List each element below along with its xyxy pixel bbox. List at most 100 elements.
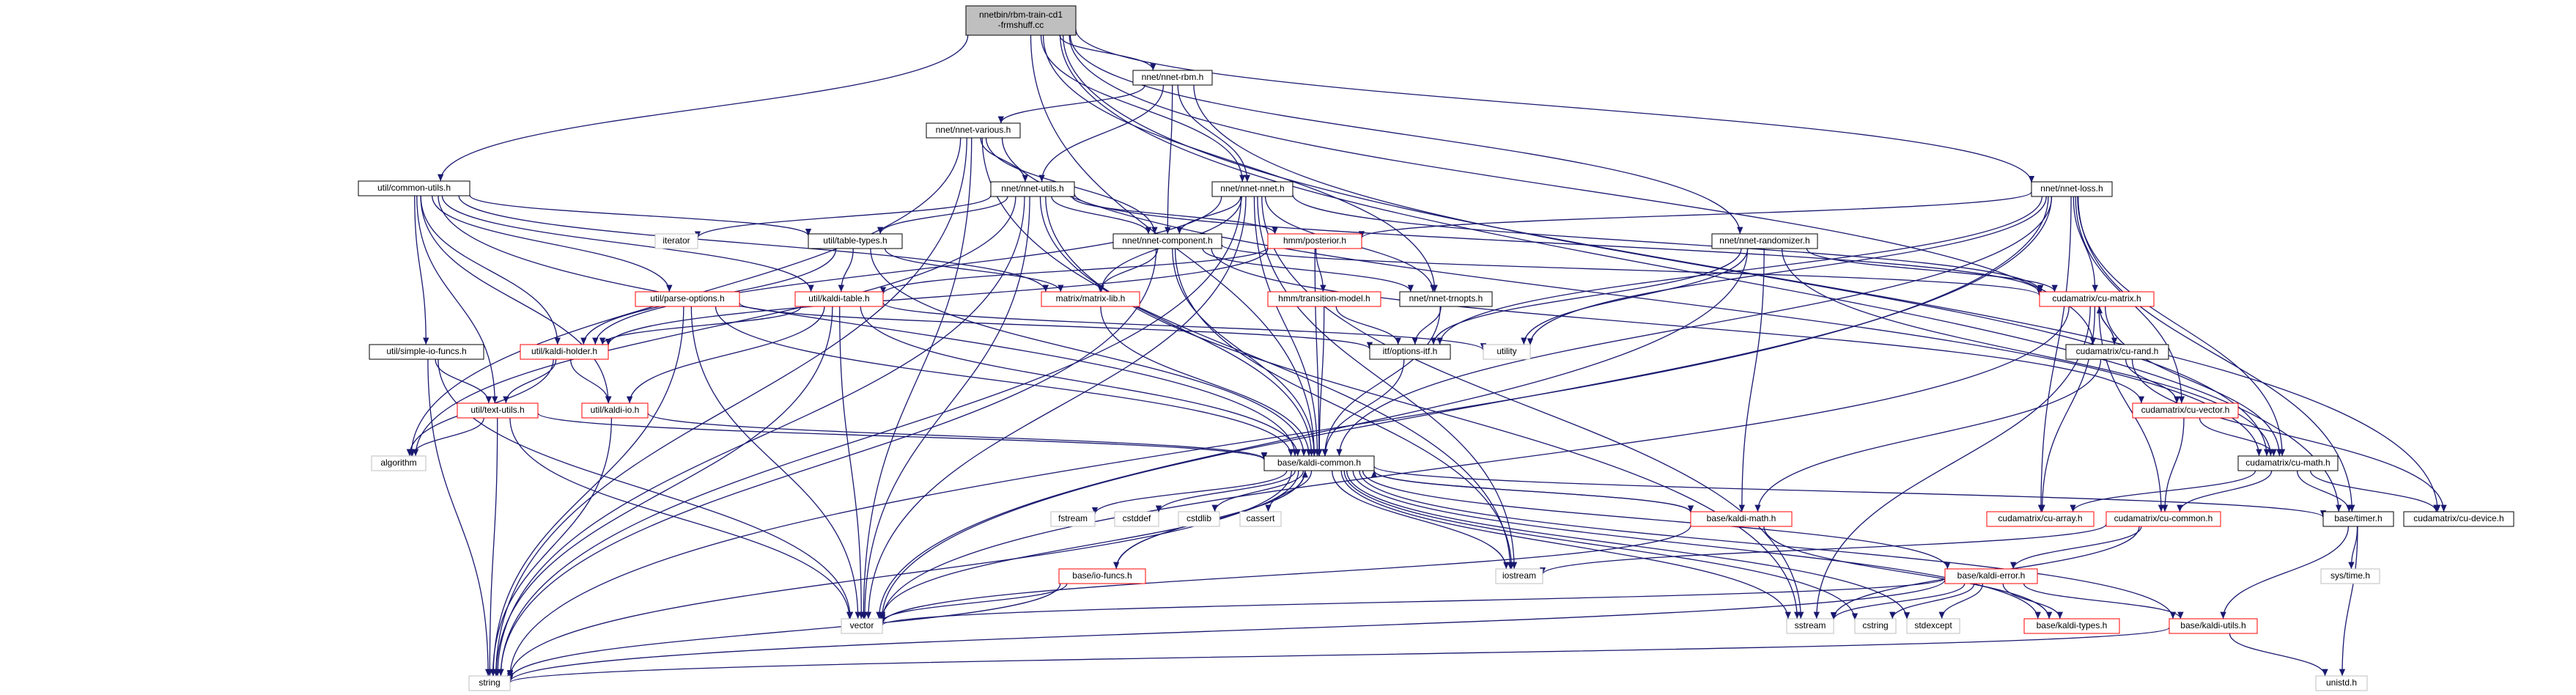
include-edge-nnet_various-to-vector: [860, 137, 973, 619]
include-edge-kaldi_common-to-kaldi_types: [1352, 470, 2041, 619]
file-node-cu-rand[interactable]: cudamatrix/cu-rand.h: [2065, 344, 2169, 360]
node-label: base/timer.h: [2334, 513, 2382, 523]
include-edge-nnet_trnopts-to-kaldi_common: [1321, 306, 1441, 457]
file-node-cu-vector[interactable]: cudamatrix/cu-vector.h: [2132, 402, 2239, 419]
include-edge-text_utils-to-vector: [509, 417, 853, 619]
include-edge-kaldi_error-to-stdexcept: [1938, 583, 1984, 619]
include-edge-common_utils-to-text_utils: [416, 195, 498, 404]
file-node-hmm-posterior[interactable]: hmm/posterior.h: [1267, 233, 1362, 249]
include-edge-kaldi_common-to-sstream: [1340, 470, 1791, 619]
file-node-matrix-lib[interactable]: matrix/matrix-lib.h: [1041, 291, 1140, 307]
file-node-text-utils[interactable]: util/text-utils.h: [457, 402, 539, 419]
include-edge-cu_math-to-cu_array: [2070, 470, 2256, 512]
file-node-cu-matrix[interactable]: cudamatrix/cu-matrix.h: [2039, 291, 2155, 307]
include-edge-kaldi_table-to-vector: [839, 306, 865, 619]
node-label: base/kaldi-error.h: [1957, 570, 2026, 581]
include-edge-nnet_utils-to-hmm_posterior: [1071, 196, 1278, 235]
include-edge-kaldi_error-to-sstream: [1830, 583, 1966, 620]
file-node-kaldi-error[interactable]: base/kaldi-error.h: [1944, 568, 2038, 584]
file-node-parse-options[interactable]: util/parse-options.h: [635, 291, 740, 307]
include-edge-kaldi_common-to-iostream: [1332, 470, 1510, 570]
file-node-nnet-randomizer[interactable]: nnet/nnet-randomizer.h: [1711, 233, 1818, 249]
file-node-kaldi-table[interactable]: util/kaldi-table.h: [794, 291, 884, 307]
include-edge-nnet_loss-to-hmm_posterior: [1359, 191, 2032, 239]
node-box: [1786, 618, 1834, 634]
include-edge-cu_matrix-to-cu_array: [2039, 306, 2096, 512]
include-edge-kaldi_utils-to-unistd: [2229, 633, 2328, 677]
include-edge-hmm_posterior-to-kaldi_table: [879, 246, 1269, 294]
include-edge-nnet_loss-to-string: [506, 196, 2049, 677]
include-edge-kaldi_error-to-kaldi_types: [2002, 583, 2063, 619]
file-node-root[interactable]: nnetbin/rbm-train-cd1-frmshuff.cc: [965, 5, 1077, 36]
node-label: cudamatrix/cu-matrix.h: [2052, 293, 2141, 304]
include-edge-timer-to-unistd: [2339, 526, 2358, 677]
include-edge-table_types-to-kaldi_table: [838, 248, 854, 293]
include-edge-nnet_loss-to-cu_matrix: [2073, 196, 2098, 293]
include-edge-root-to-nnet_loss: [1075, 29, 2035, 183]
file-node-sstream: sstream: [1786, 618, 1834, 634]
include-edge-kaldi_holder-to-kaldi_io: [569, 358, 612, 404]
include-edge-nnet_loss-to-vector: [879, 196, 2052, 619]
node-box: [1399, 291, 1493, 307]
include-edge-root-to-common_utils: [438, 34, 969, 182]
file-node-nnet-various[interactable]: nnet/nnet-various.h: [926, 122, 1021, 139]
file-node-string: string: [468, 675, 511, 691]
file-node-transition-model[interactable]: hmm/transition-model.h: [1267, 291, 1381, 307]
node-label: base/kaldi-common.h: [1277, 457, 1361, 468]
file-node-kaldi-common[interactable]: base/kaldi-common.h: [1263, 455, 1375, 471]
file-node-cu-device[interactable]: cudamatrix/cu-device.h: [2403, 511, 2514, 527]
file-node-kaldi-math[interactable]: base/kaldi-math.h: [1690, 511, 1793, 527]
file-node-kaldi-utils[interactable]: base/kaldi-utils.h: [2169, 618, 2258, 634]
node-label: cudamatrix/cu-device.h: [2413, 513, 2503, 523]
file-node-kaldi-types[interactable]: base/kaldi-types.h: [2023, 618, 2120, 634]
include-edge-cu_matrix-to-vector: [879, 306, 2070, 621]
file-node-kaldi-holder[interactable]: util/kaldi-holder.h: [520, 344, 609, 360]
file-node-io-funcs[interactable]: base/io-funcs.h: [1058, 568, 1146, 584]
file-node-nnet-utils[interactable]: nnet/nnet-utils.h: [990, 181, 1075, 197]
include-edge-io_funcs-to-vector: [879, 583, 1068, 622]
file-node-utility: utility: [1483, 344, 1531, 360]
file-node-cu-math[interactable]: cudamatrix/cu-math.h: [2237, 455, 2339, 471]
include-edge-cu_rand-to-cu_vector: [2125, 358, 2180, 404]
file-node-options-itf[interactable]: itf/options-itf.h: [1369, 344, 1451, 360]
node-label: cudamatrix/cu-rand.h: [2076, 346, 2159, 356]
include-edge-kaldi_common-to-fstream: [1091, 470, 1288, 515]
file-node-fstream: fstream: [1050, 511, 1096, 527]
file-node-table-types[interactable]: util/table-types.h: [808, 233, 903, 249]
node-box: [2315, 675, 2368, 691]
file-node-nnet-nnet[interactable]: nnet/nnet-nnet.h: [1211, 181, 1293, 197]
node-box: [1906, 618, 1960, 634]
file-node-cu-common[interactable]: cudamatrix/cu-common.h: [2106, 511, 2221, 527]
include-edge-text_utils-to-algorithm: [409, 417, 484, 457]
nodes-layer: nnetbin/rbm-train-cd1-frmshuff.cc nnet/nn…: [358, 5, 2514, 691]
file-node-nnet-trnopts[interactable]: nnet/nnet-trnopts.h: [1399, 291, 1493, 307]
file-node-common-utils[interactable]: util/common-utils.h: [358, 180, 470, 196]
include-edge-cu_vector-to-cu_math: [2199, 417, 2277, 457]
include-edge-kaldi_common-to-timer: [1373, 466, 2326, 518]
node-label: nnet/nnet-nnet.h: [1220, 183, 1284, 194]
file-node-cu-array[interactable]: cudamatrix/cu-array.h: [1986, 511, 2095, 527]
include-edge-common_utils-to-kaldi_io: [420, 195, 612, 404]
include-edge-kaldi_holder-to-text_utils: [503, 358, 557, 404]
node-label: base/kaldi-utils.h: [2180, 620, 2245, 630]
node-label: nnet/nnet-randomizer.h: [1719, 235, 1809, 246]
node-label: cudamatrix/cu-math.h: [2245, 457, 2330, 468]
node-label: string: [479, 677, 500, 688]
file-node-nnet-rbm[interactable]: nnet/nnet-rbm.h: [1132, 70, 1213, 86]
include-edge-common_utils-to-table_types: [469, 194, 812, 236]
file-node-timer[interactable]: base/timer.h: [2322, 511, 2394, 527]
file-node-nnet-component[interactable]: nnet/nnet-component.h: [1112, 233, 1222, 249]
include-edge-nnet_rbm-to-nnet_various: [997, 84, 1145, 124]
file-node-nnet-loss[interactable]: nnet/nnet-loss.h: [2031, 181, 2113, 197]
include-edge-root-to-nnet_randomizer: [1069, 34, 1743, 235]
include-edge-kaldi_common-to-cstring: [1343, 470, 1859, 620]
node-box: [1114, 511, 1159, 527]
node-box: [1041, 291, 1140, 307]
file-node-simple-io[interactable]: util/simple-io-funcs.h: [369, 344, 484, 360]
file-node-kaldi-io[interactable]: util/kaldi-io.h: [581, 402, 649, 419]
node-box: [2237, 455, 2339, 471]
node-box: [2031, 181, 2113, 197]
include-edge-nnet_nnet-to-kaldi_common: [1253, 196, 1321, 457]
node-label: sstream: [1795, 620, 1826, 630]
